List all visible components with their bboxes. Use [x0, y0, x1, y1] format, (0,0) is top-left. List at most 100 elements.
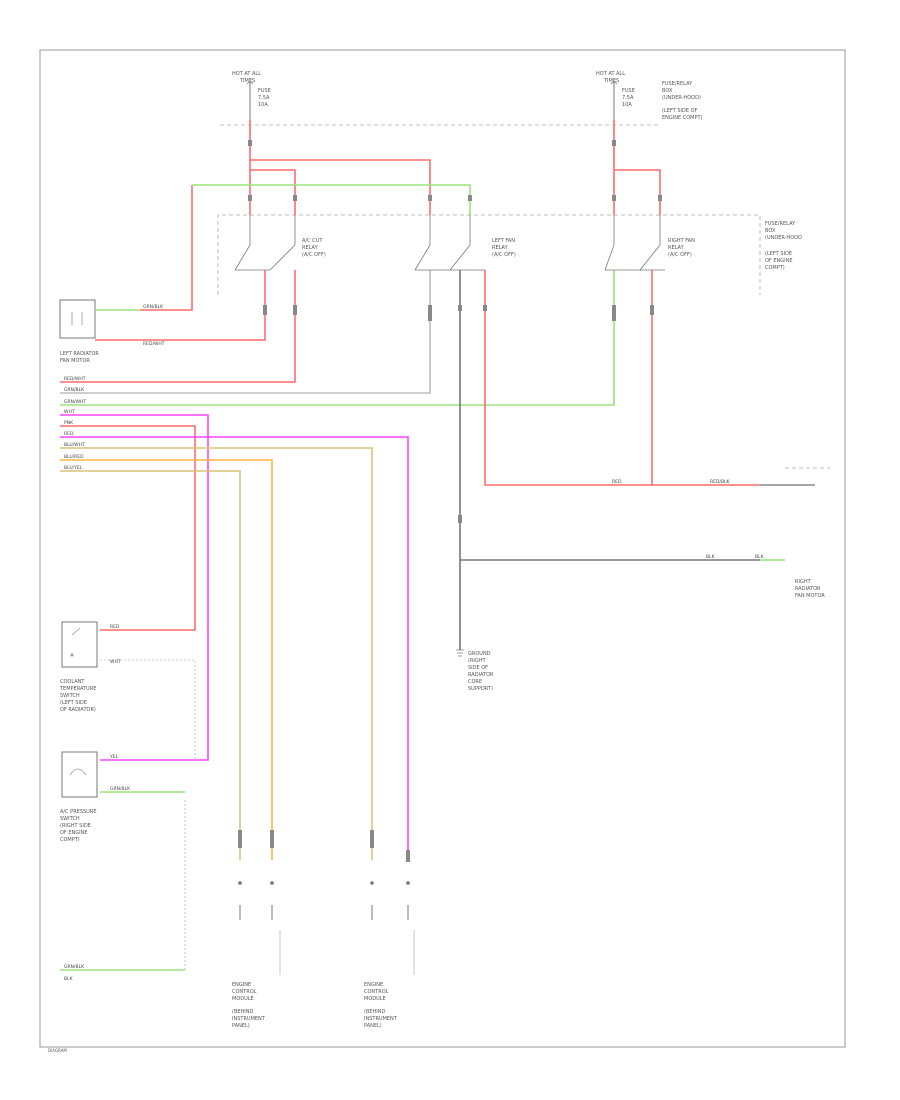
svg-text:SIDE OF: SIDE OF: [468, 665, 488, 671]
svg-text:10A: 10A: [258, 102, 268, 108]
left-fan-motor: [59, 299, 140, 341]
svg-text:ENGINE: ENGINE: [232, 982, 251, 988]
svg-text:BOX: BOX: [765, 228, 776, 234]
wire-label: GRN/WHT: [64, 399, 86, 405]
svg-text:ENGINE COMPT): ENGINE COMPT): [662, 115, 703, 121]
svg-text:A/C CUT: A/C CUT: [302, 238, 323, 244]
relay-left-label: LEFT FAN RELAY (A/C OFF): [492, 238, 516, 258]
pin-markers: [238, 140, 662, 862]
wire-gray-relay-out: [60, 270, 431, 394]
svg-text:(BEHIND: (BEHIND: [232, 1009, 254, 1015]
ecm-b-label: ENGINE CONTROL MODULE (BEHIND INSTRUMENT…: [364, 982, 398, 1029]
svg-text:RELAY: RELAY: [302, 245, 319, 251]
wire-label: RED/WHT: [64, 376, 86, 382]
relay-box-label: FUSE/RELAY BOX (UNDER-HOOD (LEFT SIDE OF…: [765, 221, 802, 271]
svg-text:INSTRUMENT: INSTRUMENT: [232, 1016, 266, 1022]
wire-gray-dotted-thermo: [100, 659, 196, 760]
svg-text:GROUND: GROUND: [468, 651, 491, 657]
svg-text:COOLANT: COOLANT: [60, 679, 85, 685]
right-fan-label: RIGHT RADIATOR FAN MOTOR: [795, 579, 825, 599]
coolant-temp-switch: [61, 621, 98, 668]
wire-label: RED: [612, 479, 622, 485]
svg-text:BOX: BOX: [662, 88, 673, 94]
svg-text:(UNDER-HOOD: (UNDER-HOOD: [765, 235, 802, 241]
svg-text:RELAY: RELAY: [668, 245, 685, 251]
relay-left-symbol: [414, 215, 485, 271]
wire-red-left-fan: [140, 185, 193, 311]
svg-text:(RIGHT SIDE: (RIGHT SIDE: [60, 823, 91, 829]
svg-text:(BEHIND: (BEHIND: [364, 1009, 386, 1015]
ground-label: GROUND (RIGHT SIDE OF RADIATOR CORE SUPP…: [468, 651, 494, 692]
wire-red-thermo: [60, 425, 196, 631]
wire-label: WHT: [110, 659, 121, 665]
wire-label: PNK: [64, 420, 74, 426]
fuse-left-symbol: [246, 80, 254, 120]
svg-text:PANEL): PANEL): [364, 1023, 382, 1029]
wire-label: GRN/BLK: [143, 304, 164, 310]
svg-text:LEFT FAN: LEFT FAN: [492, 238, 515, 244]
ground-icon: [456, 649, 464, 657]
svg-text:FUSE: FUSE: [622, 88, 635, 94]
footer-label: DIAGRAM: [48, 1048, 67, 1053]
svg-text:(UNDER-HOOD): (UNDER-HOOD): [662, 95, 701, 101]
ac-pressure-switch: [61, 751, 98, 798]
svg-text:(A/C OFF): (A/C OFF): [668, 252, 692, 258]
svg-text:MODULE: MODULE: [232, 996, 254, 1002]
svg-text:CONTROL: CONTROL: [232, 989, 257, 995]
svg-text:7.5A: 7.5A: [622, 95, 634, 101]
left-fan-label: LEFT RADIATOR FAN MOTOR: [60, 351, 99, 364]
svg-text:HOT AT ALL: HOT AT ALL: [596, 71, 625, 77]
wire-red-feed-a: [249, 120, 431, 215]
svg-text:SUPPORT): SUPPORT): [468, 686, 493, 692]
wire-green-right-relay: [60, 270, 615, 406]
svg-text:RIGHT: RIGHT: [795, 579, 812, 585]
wire-magenta-b: [60, 436, 409, 860]
wire-label: RED: [64, 431, 74, 437]
wire-label: BLK: [755, 554, 765, 560]
wire-red-pressure: [484, 270, 760, 486]
svg-text:10A: 10A: [622, 102, 632, 108]
wire-label: RED: [110, 624, 120, 630]
ac-pressure-label: A/C PRESSURE SWITCH (RIGHT SIDE OF ENGIN…: [60, 809, 96, 843]
svg-text:FUSE/RELAY: FUSE/RELAY: [765, 221, 796, 227]
svg-text:COMPT): COMPT): [765, 265, 785, 271]
svg-text:SWITCH: SWITCH: [60, 816, 80, 822]
svg-text:FUSE: FUSE: [258, 88, 271, 94]
wire-green-top: [192, 184, 471, 215]
svg-text:TEMPERATURE: TEMPERATURE: [59, 686, 96, 692]
svg-text:7.5A: 7.5A: [258, 95, 270, 101]
ecm-b-connector: [370, 881, 415, 975]
svg-text:TIMES: TIMES: [239, 78, 255, 84]
fuse-left-label: HOT AT ALL TIMES FUSE 7.5A 10A: [232, 71, 271, 108]
svg-text:INSTRUMENT: INSTRUMENT: [364, 1016, 398, 1022]
fuse-block-label: FUSE/RELAY BOX (UNDER-HOOD) (LEFT SIDE O…: [662, 81, 703, 121]
wire-label: RED/WHT: [143, 341, 165, 347]
diagram-border: [39, 49, 846, 1048]
wire-label: BLU/YEL: [64, 465, 83, 471]
wire-tan-a: [60, 447, 373, 860]
svg-text:FUSE/RELAY: FUSE/RELAY: [662, 81, 693, 87]
wire-orange-a: [60, 459, 273, 860]
wire-red-relay-to-fan: [140, 270, 266, 341]
relay-right-symbol: [604, 215, 665, 271]
svg-text:CONTROL: CONTROL: [364, 989, 389, 995]
wire-label: BLK: [706, 554, 716, 560]
svg-text:FAN MOTOR: FAN MOTOR: [795, 593, 825, 599]
wire-red-feed-b: [250, 169, 296, 215]
wire-tan-b: [60, 470, 241, 860]
relay-right-label: RIGHT FAN RELAY (A/C OFF): [668, 238, 695, 258]
svg-text:RADIATOR: RADIATOR: [795, 586, 821, 592]
svg-text:SWITCH: SWITCH: [60, 693, 80, 699]
svg-text:COMPT): COMPT): [60, 837, 80, 843]
wire-magenta-a: [60, 414, 209, 761]
svg-text:(RIGHT: (RIGHT: [468, 658, 487, 664]
coolant-temp-label: COOLANT TEMPERATURE SWITCH (LEFT SIDE OF…: [59, 679, 96, 713]
relay-box-boundary: [217, 214, 761, 295]
svg-text:(LEFT SIDE: (LEFT SIDE: [60, 700, 87, 706]
svg-text:RADIATOR: RADIATOR: [468, 672, 494, 678]
svg-text:OF RADIATOR): OF RADIATOR): [60, 707, 96, 713]
svg-text:(LEFT SIDE: (LEFT SIDE: [765, 251, 792, 257]
ecm-a-label: ENGINE CONTROL MODULE (BEHIND INSTRUMENT…: [232, 982, 266, 1029]
wire-label: GRN/BLK: [64, 964, 85, 970]
